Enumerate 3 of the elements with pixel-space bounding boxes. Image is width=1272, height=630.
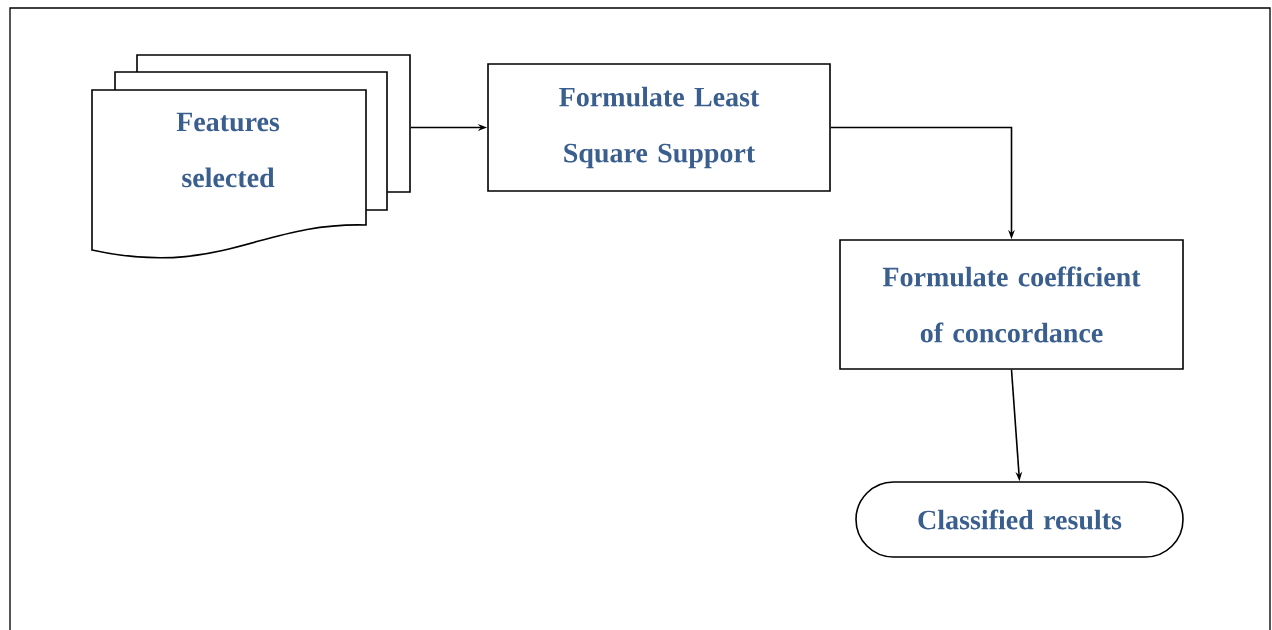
document-stack: Features selected <box>91 54 411 259</box>
process-box: Formulate Least Square Support <box>487 63 831 192</box>
process-box: Formulate coefficient of concordance <box>839 239 1184 370</box>
